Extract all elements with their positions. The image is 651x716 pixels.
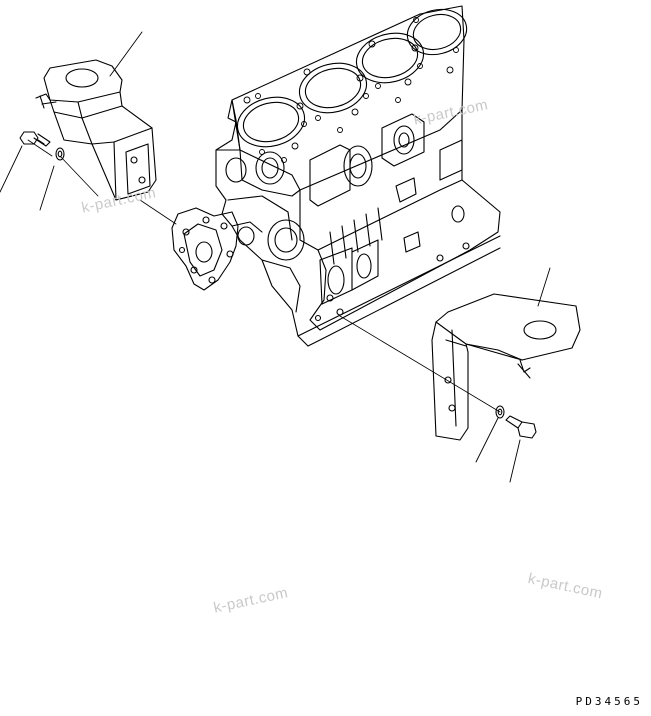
assembly-lines [28, 140, 500, 412]
engine-block [172, 3, 500, 346]
part-code-label: PD34565 [575, 695, 643, 708]
left-engine-mount-bracket [36, 60, 156, 200]
right-bolt [506, 416, 536, 438]
right-engine-mount-bracket [432, 294, 580, 440]
right-washer [496, 406, 504, 418]
leader-lines [0, 32, 550, 482]
left-washer [56, 148, 64, 160]
left-bolt [20, 132, 50, 146]
